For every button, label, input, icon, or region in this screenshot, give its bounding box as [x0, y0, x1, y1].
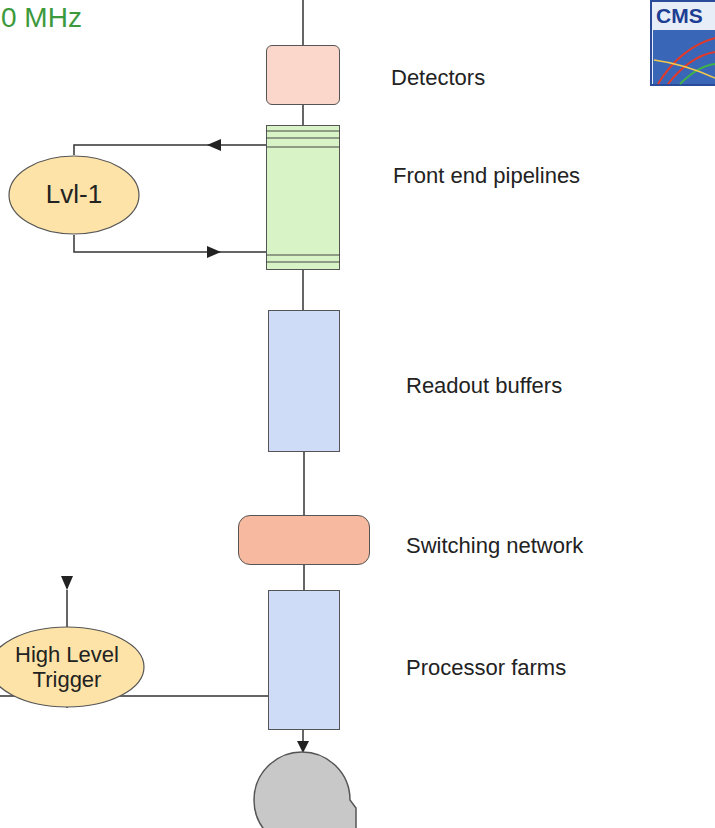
- data-path: [304, 452, 305, 515]
- trigger-label: High Level Trigger: [11, 642, 123, 693]
- buffer-box: Readout buffers: [268, 310, 340, 452]
- detector-box: Detectors: [266, 45, 340, 105]
- logo-frame: [651, 1, 715, 85]
- pipeline-stage-line: [266, 254, 340, 255]
- logo-track: [658, 38, 715, 84]
- pipeline-stage-line: [266, 130, 340, 131]
- trigger-label: Lvl-1: [46, 180, 102, 210]
- connector-line: [74, 145, 266, 155]
- trigger-ellipse: Lvl-1: [8, 155, 140, 235]
- arrowhead: [61, 576, 73, 590]
- pipeline-stage-line: [266, 146, 340, 147]
- connector-line: [302, 270, 304, 310]
- cms-logo: [651, 1, 715, 85]
- stage-label: Readout buffers: [406, 373, 562, 399]
- data-path: [303, 105, 304, 125]
- arrowhead: [207, 246, 221, 258]
- storage-disk: [254, 752, 356, 828]
- network-box: Switching network: [238, 515, 370, 565]
- trigger-feedback: [74, 235, 266, 258]
- trigger-ellipse: High Level Trigger: [0, 626, 145, 708]
- stage-label: Front end pipelines: [393, 163, 580, 189]
- ellipse-shape: [9, 156, 139, 234]
- input-line: [302, 0, 304, 45]
- data-path: [303, 270, 304, 310]
- connector-line: [303, 452, 305, 515]
- stage-label: Detectors: [391, 65, 485, 91]
- pipeline-stage-line: [266, 261, 340, 262]
- ellipse-shape: [0, 627, 144, 707]
- logo-track: [654, 60, 715, 78]
- farm-box: Processor farms: [268, 590, 340, 730]
- logo-ground: [653, 30, 715, 84]
- stage-label: Switching network: [406, 533, 583, 559]
- pipeline-stages: [266, 125, 340, 270]
- rate-label: 0 MHz: [1, 2, 82, 34]
- trigger-feedback: [74, 139, 266, 155]
- logo-text: CMS: [656, 4, 703, 28]
- storage-arrowhead: [297, 741, 309, 753]
- connector-line: [302, 105, 304, 125]
- arrowhead: [207, 139, 221, 151]
- pipeline-stage-line: [266, 137, 340, 138]
- stage-label: Processor farms: [406, 655, 566, 681]
- connector-line: [74, 235, 266, 252]
